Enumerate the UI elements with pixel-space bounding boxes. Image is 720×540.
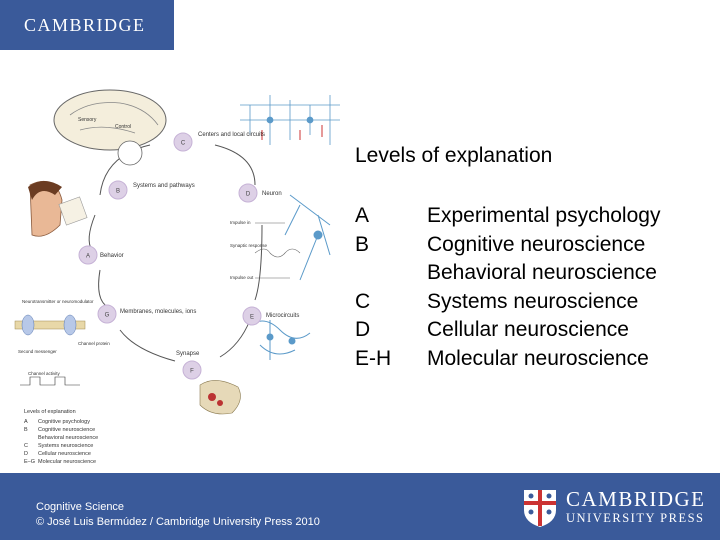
level-code: A xyxy=(355,204,370,227)
legend-text: Behavioral neuroscience xyxy=(38,435,98,441)
level-row: Behavioral neuroscience xyxy=(355,259,715,288)
level-row: D Cellular neuroscience xyxy=(355,316,715,345)
stage-b: B Systems and pathways xyxy=(108,180,195,200)
legend-code: E–G xyxy=(24,459,35,465)
impulse-out-label: Impulse out xyxy=(230,275,254,280)
sensory-label: Sensory xyxy=(78,117,97,123)
level-row: A Experimental psychology xyxy=(355,202,715,231)
cycle-arrows xyxy=(88,144,263,362)
head-illustration xyxy=(28,181,88,237)
level-description: Cellular neuroscience xyxy=(427,318,629,342)
legend-text: Cognitive psychology xyxy=(38,419,90,425)
legend-text: Molecular neuroscience xyxy=(38,459,96,465)
level-row: C Systems neuroscience xyxy=(355,288,715,317)
level-description: Behavioral neuroscience xyxy=(427,261,657,285)
level-code: B xyxy=(355,232,370,256)
level-description: Experimental psychology xyxy=(427,204,661,227)
level-description: Systems neuroscience xyxy=(427,289,639,313)
legend-code: C xyxy=(24,443,28,449)
neurotransmitter-label: Neurotransmitter or neuromodulator xyxy=(22,299,94,304)
legend-text: Systems neuroscience xyxy=(38,443,93,449)
level-code xyxy=(355,259,427,288)
synapse-illustration xyxy=(199,380,241,415)
stage-label: Neuron xyxy=(262,191,282,197)
membrane-illustration xyxy=(14,314,86,386)
level-description: Molecular neuroscience xyxy=(427,346,649,370)
publisher-subtitle: UNIVERSITY PRESS xyxy=(566,511,705,525)
stage-label: Microcircuits xyxy=(266,313,299,319)
level-code: C xyxy=(355,289,371,313)
levels-figure: Sensory Control Impulse in Synaptic resp… xyxy=(14,89,340,465)
channel-activity-label: Channel activity xyxy=(28,371,61,376)
slide-heading: Levels of explanation xyxy=(355,144,553,167)
legend-text: Cellular neuroscience xyxy=(38,451,91,457)
microcircuit-illustration xyxy=(249,320,311,360)
level-code: D xyxy=(355,318,371,342)
stage-label: Synapse xyxy=(176,351,200,357)
stage-label: Membranes, molecules, ions xyxy=(120,309,196,315)
course-title: Cognitive Science xyxy=(36,501,125,513)
level-row: E-H Molecular neuroscience xyxy=(355,345,715,374)
level-description: Cognitive neuroscience xyxy=(427,232,646,256)
figure-legend: Levels of explanation A Cognitive psycho… xyxy=(24,409,98,465)
stage-label: Systems and pathways xyxy=(133,183,195,189)
stage-e: E Microcircuits xyxy=(242,306,299,326)
logo-text: CAMBRIDGE xyxy=(24,15,146,35)
levels-list: A Experimental psychology B Cognitive ne… xyxy=(355,202,715,374)
stage-label: Centers and local circuits xyxy=(198,132,265,138)
stage-a: A Behavior xyxy=(78,245,124,265)
stage-f: F Synapse xyxy=(176,351,202,380)
stage-letter: C xyxy=(181,141,186,147)
stage-letter: D xyxy=(246,192,251,198)
legend-code: A xyxy=(24,419,28,425)
synaptic-response-label: Synaptic response xyxy=(230,243,268,248)
stage-letter: E xyxy=(250,315,254,321)
legend-title: Levels of explanation xyxy=(24,409,76,415)
neuron-illustration xyxy=(284,194,331,281)
signal-traces xyxy=(254,222,301,279)
circuit-network xyxy=(240,95,340,145)
second-messenger-label: Second messenger xyxy=(18,349,57,354)
brain-illustration: Sensory Control xyxy=(53,89,167,166)
stage-letter: F xyxy=(190,369,194,375)
copyright-credit: © José Luis Bermúdez / Cambridge Univers… xyxy=(36,516,320,528)
cambridge-logo: CAMBRIDGE xyxy=(0,0,174,50)
stage-d: D Neuron xyxy=(238,183,282,203)
legend-code: D xyxy=(24,451,28,457)
channel-protein-label: Channel protein xyxy=(78,341,110,346)
level-row: B Cognitive neuroscience xyxy=(355,231,715,260)
stage-g: G Membranes, molecules, ions xyxy=(97,304,196,324)
stage-label: Behavior xyxy=(100,253,124,259)
stage-letter: B xyxy=(116,189,120,195)
footer-bar: Cognitive Science © José Luis Bermúdez /… xyxy=(0,473,720,540)
stage-c: C Centers and local circuits xyxy=(173,132,265,152)
level-code: E-H xyxy=(355,346,392,370)
cambridge-shield-icon xyxy=(524,490,556,527)
legend-text: Cognitive neuroscience xyxy=(38,427,95,433)
publisher-name: CAMBRIDGE xyxy=(566,487,706,511)
control-label: Control xyxy=(115,124,131,130)
stage-letter: A xyxy=(86,254,90,260)
stage-letter: G xyxy=(105,313,110,319)
circuit-arrows xyxy=(261,125,323,140)
legend-code: B xyxy=(24,427,28,433)
impulse-in-label: Impulse in xyxy=(230,220,251,225)
